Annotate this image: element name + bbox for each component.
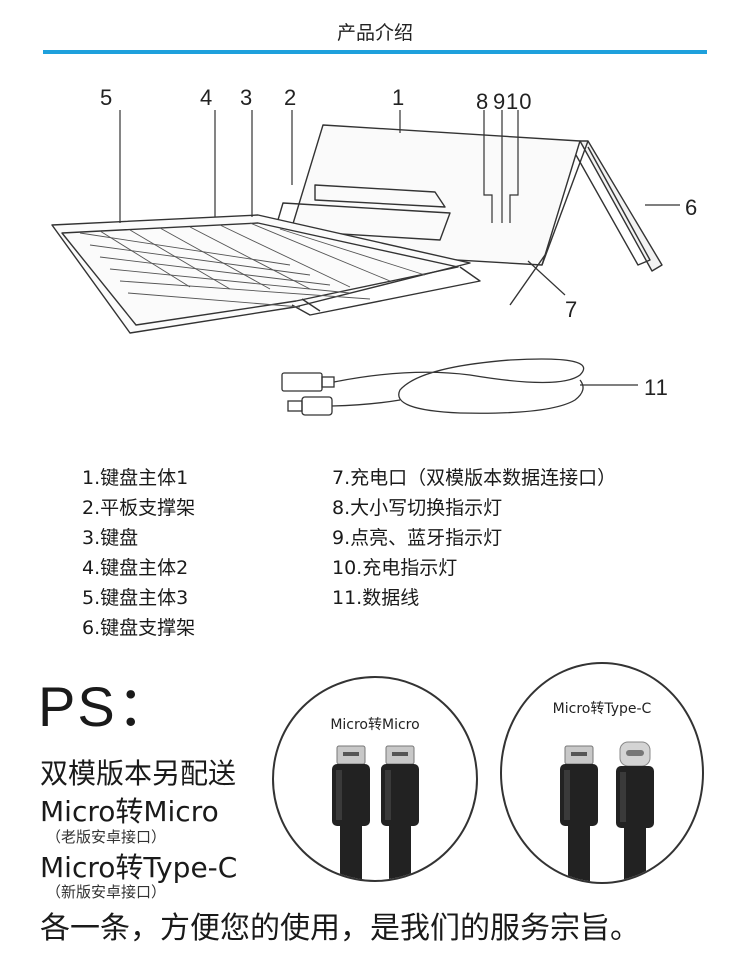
callout-8: 8 [476, 89, 490, 114]
keyboard-illustration [51, 110, 680, 416]
adapter-micro-to-typec: Micro转Type-C [500, 662, 704, 884]
callout-1: 1 [392, 85, 406, 110]
ps-heading: PS： [38, 675, 175, 738]
ps-note-2: （老版安卓接口） [46, 828, 167, 846]
ps-closing: 各一条，方便您的使用，是我们的服务宗旨。 [40, 911, 640, 946]
list-item: 11.数据线 [332, 587, 420, 609]
callout-2: 2 [284, 85, 298, 110]
callout-6: 6 [685, 195, 699, 220]
ps-line-2: Micro转Micro [40, 795, 219, 828]
list-item: 9.点亮、蓝牙指示灯 [332, 527, 503, 549]
list-item: 10.充电指示灯 [332, 557, 458, 579]
adapter-micro-to-micro: Micro转Micro [272, 676, 478, 882]
ps-line-3: Micro转Type-C [40, 851, 238, 884]
ps-line-1: 双模版本另配送 [40, 757, 237, 790]
callout-7: 7 [565, 297, 579, 322]
parts-list-left: 1.键盘主体1 2.平板支撑架 3.键盘 4.键盘主体2 5.键盘主体3 6.键… [82, 463, 195, 643]
cable-icon [560, 741, 654, 882]
callout-11: 11 [644, 375, 669, 400]
list-item: 6.键盘支撑架 [82, 617, 196, 639]
list-item: 5.键盘主体3 [82, 587, 189, 609]
list-item: 7.充电口（双模版本数据连接口） [332, 467, 617, 489]
cable-icon [332, 745, 419, 880]
callout-9: 9 [493, 89, 507, 114]
callout-5: 5 [100, 85, 114, 110]
list-item: 1.键盘主体1 [82, 467, 189, 489]
callout-10: 10 [506, 89, 533, 114]
ps-note-3: （新版安卓接口） [46, 883, 167, 901]
callout-4: 4 [200, 85, 214, 110]
page-title: 产品介绍 [336, 22, 413, 44]
list-item: 3.键盘 [82, 527, 139, 549]
adapter-label: Micro转Micro [330, 717, 420, 733]
list-item: 2.平板支撑架 [82, 497, 196, 519]
list-item: 4.键盘主体2 [82, 557, 189, 579]
adapter-label: Micro转Type-C [552, 701, 652, 717]
parts-list-right: 7.充电口（双模版本数据连接口） 8.大小写切换指示灯 9.点亮、蓝牙指示灯 1… [332, 463, 616, 613]
callout-3: 3 [240, 85, 254, 110]
product-diagram: 5 4 3 2 1 8 9 10 6 7 11 [40, 75, 730, 435]
list-item: 8.大小写切换指示灯 [332, 497, 503, 519]
title-divider [43, 50, 707, 54]
